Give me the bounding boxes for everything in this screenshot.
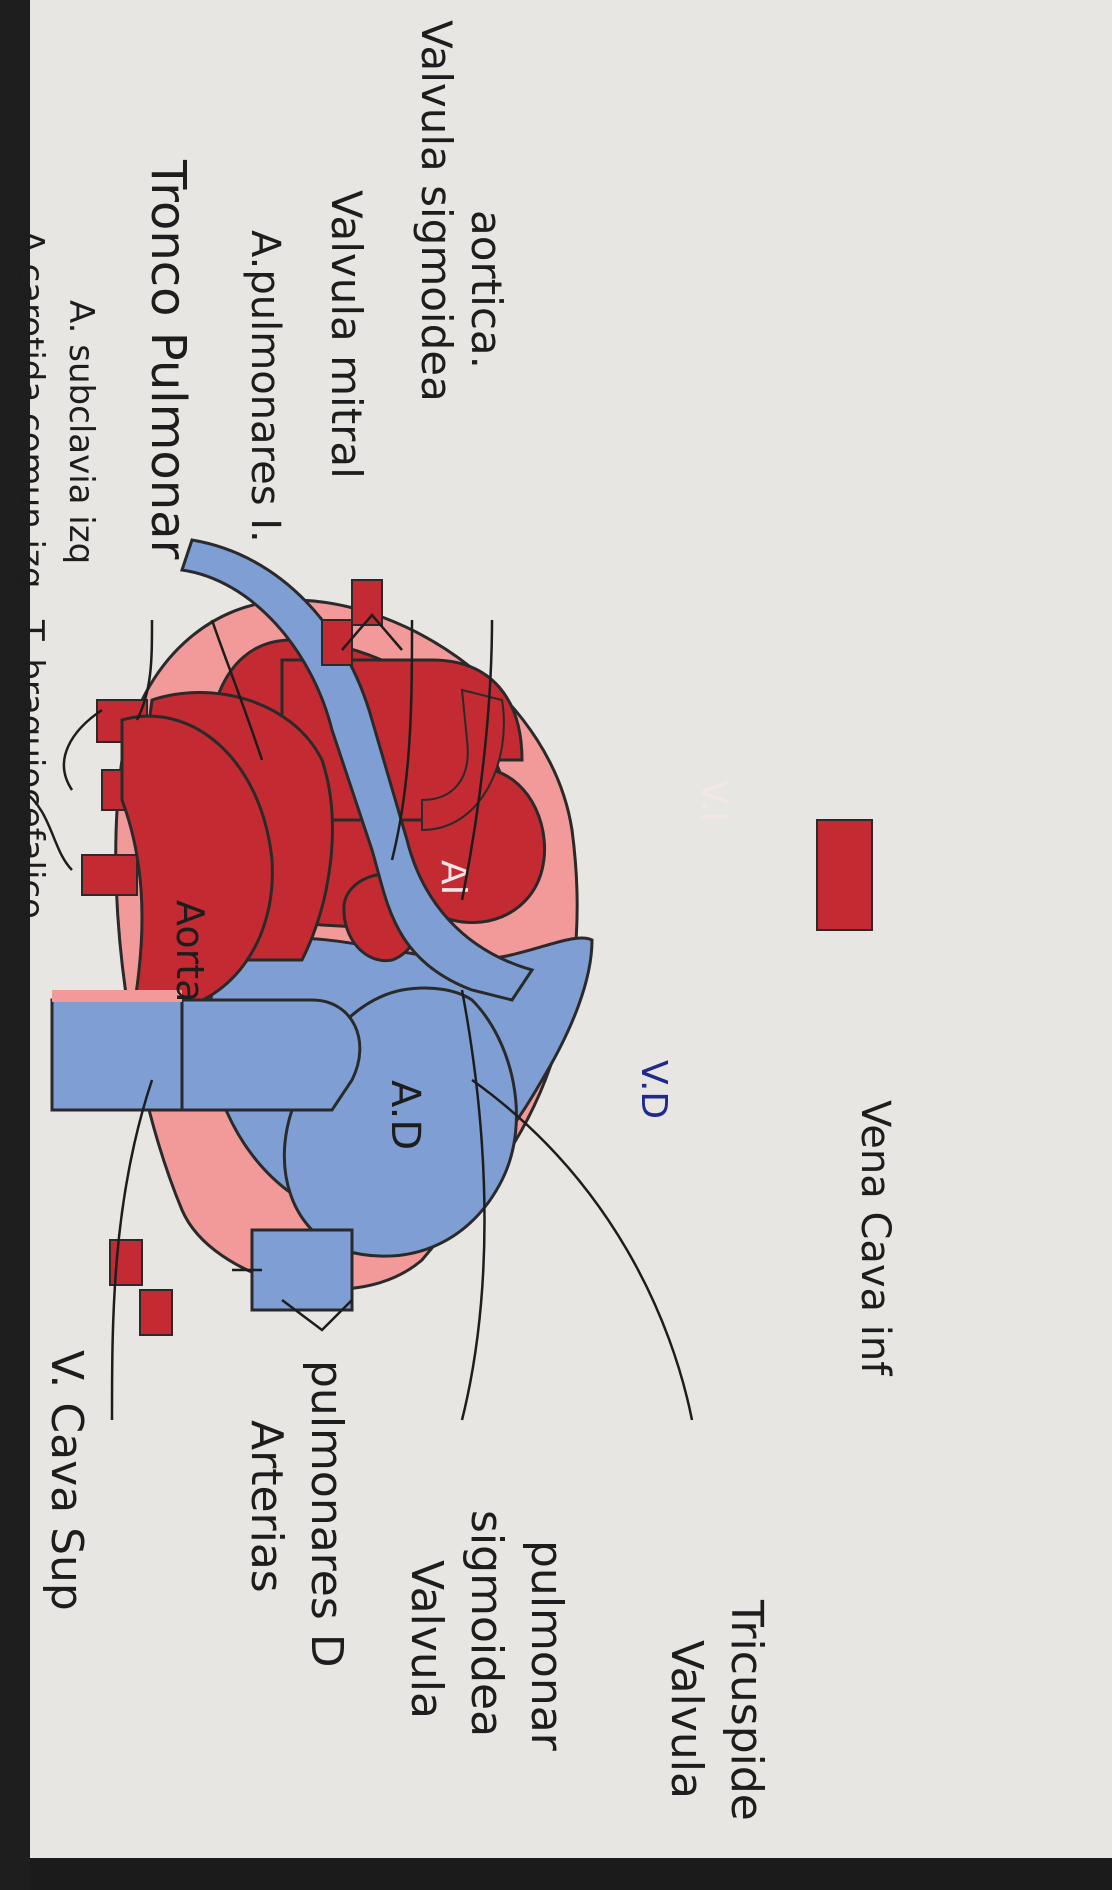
inferior-vena-cava xyxy=(252,1230,352,1310)
left-pulmonary-stub-2 xyxy=(352,580,382,625)
label-t-braquiocefalico: T. braquiocefalico xyxy=(11,619,51,919)
apex-stub xyxy=(817,820,872,930)
label-valvula-sig-pulmonar-1: Valvula xyxy=(401,1560,452,1719)
label-valvula-sig-pulmonar-2: sigmoidea xyxy=(461,1510,512,1737)
label-vd: V.D xyxy=(633,1060,674,1119)
label-a-carotida: A.carotida comun izq. xyxy=(11,230,51,599)
superior-vena-cava xyxy=(182,1000,360,1110)
label-v-cava-sup: V. Cava Sup xyxy=(41,1350,92,1611)
label-valvula-sigmoidea-aortica-1: Valvula sigmoidea xyxy=(412,20,461,402)
label-arterias-pulmonares-d-1: Arterias xyxy=(241,1420,292,1593)
label-a-pulmonares-i: A.pulmonares I. xyxy=(242,230,288,543)
label-valvula-tricuspide-1: Valvula xyxy=(661,1640,712,1799)
label-valvula-sigmoidea-aortica-2: aortica. xyxy=(462,210,511,369)
label-tronco-pulmonar: Tronco Pulmonar xyxy=(140,159,196,560)
label-ad: A.D xyxy=(382,1080,428,1150)
label-arterias-pulmonares-d-2: pulmonares D xyxy=(301,1360,352,1668)
label-valvula-sig-pulmonar-3: pulmonar xyxy=(521,1540,572,1752)
label-vena-cava-inf: Vena Cava inf xyxy=(852,1100,898,1376)
label-aorta: Aorta xyxy=(168,900,212,1002)
branch-braquiocefalico xyxy=(82,855,137,895)
svc-pink-left xyxy=(52,990,182,1002)
label-valvula-mitral: Valvula mitral xyxy=(322,190,371,479)
label-valvula-tricuspide-2: Tricuspide xyxy=(721,1599,772,1821)
label-vi: V.I xyxy=(693,780,734,822)
label-a-subclavia: A. subclavia izq xyxy=(61,300,101,564)
svc-top xyxy=(52,1000,182,1110)
pulmonary-vein-stub-2 xyxy=(140,1290,172,1335)
